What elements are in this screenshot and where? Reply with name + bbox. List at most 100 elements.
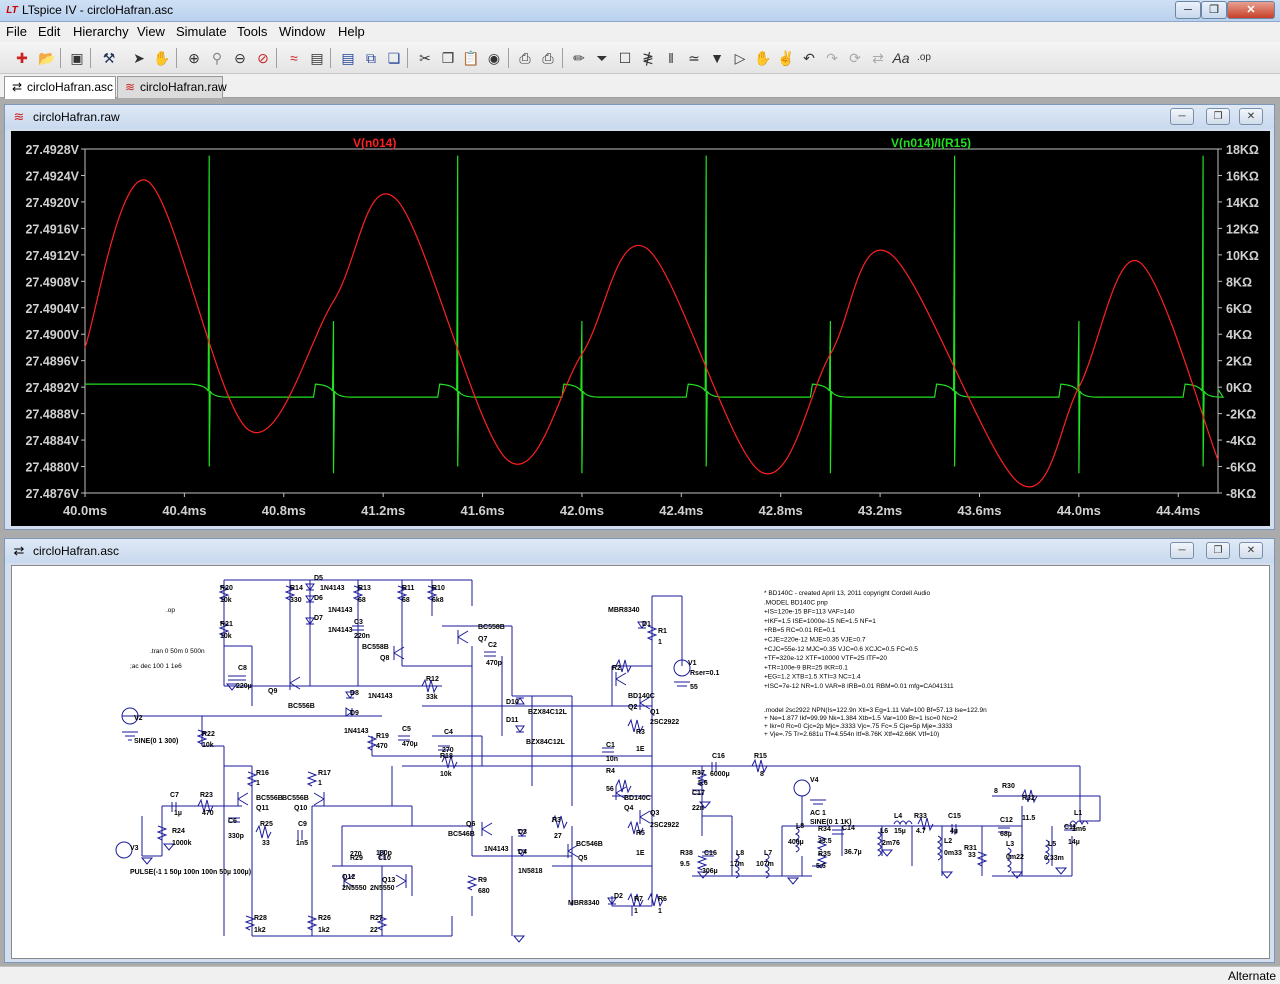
component-label[interactable]: Q12 bbox=[342, 874, 355, 881]
component-label[interactable]: R3 bbox=[636, 729, 645, 736]
component-label[interactable]: R26 bbox=[318, 915, 331, 922]
schematic-window-titlebar[interactable]: ⇄ circloHafran.asc ─ ❐ ✕ bbox=[5, 539, 1274, 563]
waveform-restore-button[interactable]: ❐ bbox=[1206, 108, 1230, 125]
component-label[interactable]: 22n bbox=[692, 805, 704, 812]
component-label[interactable]: D7 bbox=[314, 615, 323, 622]
impedance-series-line[interactable] bbox=[85, 155, 1225, 474]
component-label[interactable]: 33 bbox=[262, 840, 270, 847]
component-label[interactable]: R29 bbox=[350, 855, 363, 862]
component-label[interactable]: 0m33 bbox=[944, 850, 962, 857]
move-icon[interactable]: ✋ bbox=[754, 50, 772, 66]
text-icon[interactable]: Aa bbox=[892, 50, 910, 66]
component-label[interactable]: 8 bbox=[994, 788, 998, 795]
paste-icon[interactable]: 📋 bbox=[462, 50, 480, 66]
component-label[interactable]: L6 bbox=[880, 828, 888, 835]
zoom-in-icon[interactable]: ⊕ bbox=[188, 50, 200, 66]
component-label[interactable]: 470p bbox=[486, 660, 502, 667]
component-label[interactable]: R13 bbox=[358, 585, 371, 592]
component-label[interactable]: D8 bbox=[350, 690, 359, 697]
component-label[interactable]: Q3 bbox=[650, 810, 659, 817]
component-label[interactable]: 1 bbox=[256, 780, 260, 787]
component-label[interactable]: 1N4143 bbox=[344, 728, 369, 735]
component-label[interactable]: 11.5 bbox=[1022, 815, 1035, 822]
component-label[interactable]: Q6 bbox=[466, 821, 475, 828]
component-label[interactable]: BC556B bbox=[256, 795, 283, 802]
component-label[interactable]: 6k8 bbox=[432, 597, 444, 604]
component-label[interactable]: BD140C bbox=[628, 693, 655, 700]
component-label[interactable]: 6000µ bbox=[710, 771, 730, 778]
component-label[interactable]: BC546B bbox=[448, 831, 475, 838]
component-label[interactable]: R11 bbox=[402, 585, 415, 592]
component-label[interactable]: SINE(0 1 1K) bbox=[810, 819, 852, 826]
component-label[interactable]: 10k bbox=[202, 742, 214, 749]
zoom-fit-icon[interactable]: ⊘ bbox=[257, 50, 269, 66]
component-label[interactable]: 2SC2922 bbox=[650, 719, 679, 726]
component-label[interactable]: 33k bbox=[426, 694, 438, 701]
component-label[interactable]: BC558B bbox=[478, 624, 505, 631]
component-label[interactable]: 4µ bbox=[950, 828, 958, 835]
component-label[interactable]: 15µ bbox=[894, 828, 906, 835]
component-label[interactable]: R23 bbox=[200, 792, 213, 799]
component-label[interactable]: 2N5550 bbox=[370, 885, 395, 892]
component-label[interactable]: R33 bbox=[914, 813, 927, 820]
bd140c-model-text[interactable]: * BD140C - created April 13, 2011 copyri… bbox=[764, 590, 954, 690]
component-label[interactable]: R14 bbox=[290, 585, 303, 592]
component-label[interactable]: BC556B bbox=[288, 703, 315, 710]
component-label[interactable]: C8 bbox=[238, 665, 247, 672]
component-label[interactable]: R30 bbox=[1002, 783, 1015, 790]
open-icon[interactable]: 📂 bbox=[38, 50, 56, 66]
component-label[interactable]: Q11 bbox=[256, 805, 269, 812]
component-label[interactable]: 68 bbox=[358, 597, 366, 604]
component-label[interactable]: V2 bbox=[134, 715, 143, 722]
component-label[interactable]: V3 bbox=[130, 845, 139, 852]
mirror-icon[interactable]: ⇄ bbox=[872, 50, 884, 66]
component-label[interactable]: D10 bbox=[506, 699, 519, 706]
component-label[interactable]: C11 bbox=[1064, 824, 1077, 831]
component-icon[interactable]: ▷ bbox=[734, 50, 746, 66]
undo-icon[interactable]: ↶ bbox=[803, 50, 815, 66]
component-label[interactable]: 180p bbox=[376, 850, 392, 857]
component-label[interactable]: 1E bbox=[636, 850, 645, 857]
copy-icon[interactable]: ❐ bbox=[441, 50, 455, 66]
component-label[interactable]: 10k bbox=[220, 597, 232, 604]
directive-ac[interactable]: ;ac dec 100 1 1e6 bbox=[130, 663, 182, 670]
menu-view[interactable]: View bbox=[137, 24, 165, 39]
2sc2922-model-text[interactable]: .model 2sc2922 NPN(Is=122.9n Xti=3 Eg=1.… bbox=[764, 707, 987, 738]
component-label[interactable]: R16 bbox=[256, 770, 269, 777]
component-label[interactable]: 27 bbox=[554, 833, 562, 840]
component-label[interactable]: C12 bbox=[1000, 817, 1013, 824]
component-label[interactable]: 1000k bbox=[172, 840, 192, 847]
component-label[interactable]: C9 bbox=[298, 821, 307, 828]
component-label[interactable]: 1N4143 bbox=[368, 693, 393, 700]
directive-tran[interactable]: .tran 0 50m 0 500n bbox=[150, 648, 205, 655]
run-icon[interactable]: ➤ bbox=[133, 50, 145, 66]
component-label[interactable]: R20 bbox=[220, 585, 233, 592]
component-label[interactable]: 1m6 bbox=[1072, 826, 1086, 833]
menu-edit[interactable]: Edit bbox=[38, 24, 61, 39]
component-label[interactable]: R27 bbox=[370, 915, 383, 922]
tab-schematic[interactable]: ⇄ circloHafran.asc bbox=[4, 76, 116, 99]
component-label[interactable]: D11 bbox=[506, 717, 519, 724]
component-label[interactable]: C6 bbox=[228, 818, 237, 825]
component-label[interactable]: C1 bbox=[606, 742, 615, 749]
component-label[interactable]: 220n bbox=[354, 633, 370, 640]
component-label[interactable]: R34 bbox=[818, 826, 831, 833]
schematic-close-button[interactable]: ✕ bbox=[1239, 542, 1263, 559]
component-label[interactable]: D6 bbox=[314, 595, 323, 602]
component-label[interactable]: 36.7µ bbox=[844, 849, 862, 856]
component-label[interactable]: 1k2 bbox=[318, 927, 330, 934]
component-label[interactable]: BD140C bbox=[624, 795, 651, 802]
component-label[interactable]: R18 bbox=[440, 753, 453, 760]
menu-window[interactable]: Window bbox=[279, 24, 326, 39]
component-label[interactable]: 107m bbox=[756, 861, 774, 868]
legend-series-1[interactable]: V(n014) bbox=[353, 136, 396, 150]
component-label[interactable]: C16 bbox=[704, 850, 717, 857]
print-preview-icon[interactable]: ⎙ bbox=[519, 50, 531, 66]
component-label[interactable]: R7 bbox=[634, 896, 643, 903]
voltage-series-line[interactable] bbox=[84, 179, 1219, 488]
component-label[interactable]: C17 bbox=[692, 790, 705, 797]
save-icon[interactable]: ▣ bbox=[70, 50, 84, 66]
component-label[interactable]: D5 bbox=[314, 575, 323, 582]
